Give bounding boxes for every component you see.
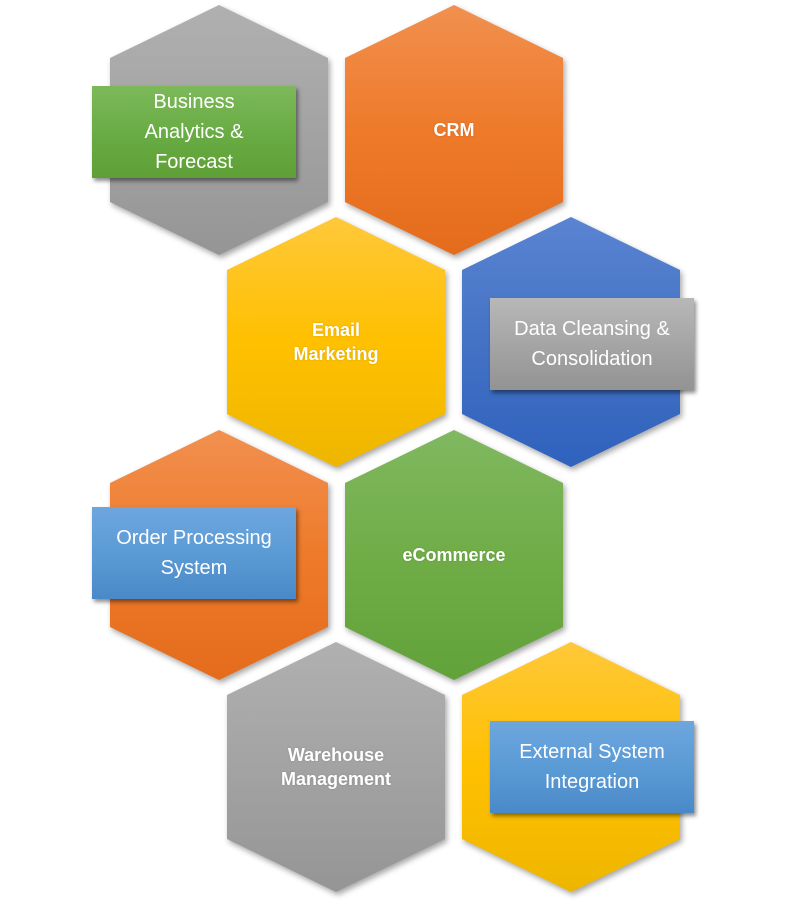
order-line-1: Order Processing (116, 527, 272, 549)
crm-label: CRM (433, 120, 475, 140)
hex-warehouse: Warehouse Management (227, 642, 445, 892)
data-line-1: Data Cleansing & (514, 318, 670, 340)
warehouse-line-1: Warehouse (287, 745, 385, 765)
external-line-1: External System (519, 741, 665, 763)
callout-external-system: External System Integration (490, 721, 694, 813)
business-line-3: Forecast (155, 151, 233, 173)
hex-shape-orange: CRM (345, 5, 563, 255)
email-line-1: Email (311, 320, 361, 340)
external-line-2: Integration (544, 771, 640, 793)
business-line-1: Business (153, 91, 235, 113)
hex-crm: CRM (345, 5, 563, 255)
data-line-2: Consolidation (531, 348, 653, 370)
business-line-2: Analytics & (144, 121, 244, 143)
warehouse-line-2: Management (280, 769, 392, 789)
hex-shape-green: eCommerce (345, 430, 563, 680)
email-line-2: Marketing (293, 344, 379, 364)
hex-ecommerce: eCommerce (345, 430, 563, 680)
warehouse-label: Warehouse Management (281, 743, 391, 791)
callout-business-analytics: Business Analytics & Forecast (92, 86, 296, 178)
ecommerce-label: eCommerce (402, 545, 506, 565)
hex-shape-gray: Warehouse Management (227, 642, 445, 892)
callout-data-cleansing: Data Cleansing & Consolidation (490, 298, 694, 390)
hex-email-marketing: Email Marketing (227, 217, 445, 467)
hex-shape-yellow: Email Marketing (227, 217, 445, 467)
order-line-2: System (160, 557, 228, 579)
email-marketing-label: Email Marketing (293, 318, 378, 366)
callout-order-processing: Order Processing System (92, 507, 296, 599)
